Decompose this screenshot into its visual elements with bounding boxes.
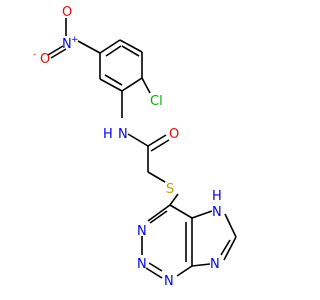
molecule-diagram: O - N + O Cl H N O S H N N N N N	[33, 5, 237, 289]
purine-nh-nitrogen: N	[212, 205, 222, 220]
bond	[191, 263, 211, 267]
bond	[99, 78, 123, 92]
amide-nitrogen: N	[118, 127, 128, 142]
bond	[145, 267, 163, 279]
nitro-oxygen-minus: O	[40, 52, 50, 67]
bond	[147, 204, 171, 222]
bond	[169, 204, 193, 219]
bond	[224, 213, 237, 238]
bond	[148, 262, 163, 272]
purine-nitrogen-3: N	[137, 257, 147, 272]
bond	[176, 265, 193, 277]
purine-nh-hydrogen: H	[212, 189, 222, 204]
carbonyl-oxygen: O	[169, 127, 179, 142]
amide-hydrogen: H	[103, 127, 113, 142]
bond	[99, 39, 121, 54]
bond	[105, 45, 122, 57]
nitro-nitrogen: N	[62, 37, 72, 52]
purine-nitrogen-9: N	[164, 274, 174, 289]
minus-charge: -	[33, 50, 36, 60]
molecule-canvas: O - N + O Cl H N O S H N N N N N	[33, 5, 237, 289]
bond	[104, 74, 123, 86]
atoms: O - N + O Cl H N O S H N N N N N	[33, 5, 222, 289]
bond	[147, 171, 166, 183]
bond	[141, 77, 151, 94]
sulfur: S	[166, 182, 174, 197]
bond	[119, 39, 143, 53]
bond	[127, 133, 149, 147]
purine-nitrogen-7: N	[210, 257, 220, 272]
nitro-oxygen: O	[62, 5, 72, 20]
bond	[121, 45, 140, 57]
bond	[147, 134, 167, 147]
bond	[47, 45, 64, 56]
plus-charge: +	[71, 35, 79, 45]
bond	[149, 210, 168, 224]
bond	[121, 77, 143, 92]
bonds	[47, 18, 237, 279]
bond	[77, 40, 101, 54]
bond	[223, 236, 237, 261]
purine-nitrogen-1: N	[137, 224, 147, 239]
bond	[220, 239, 231, 256]
bond	[50, 48, 67, 59]
bond	[150, 139, 170, 152]
bond	[191, 210, 213, 219]
bond	[169, 193, 179, 206]
chlorine: Cl	[150, 94, 163, 109]
